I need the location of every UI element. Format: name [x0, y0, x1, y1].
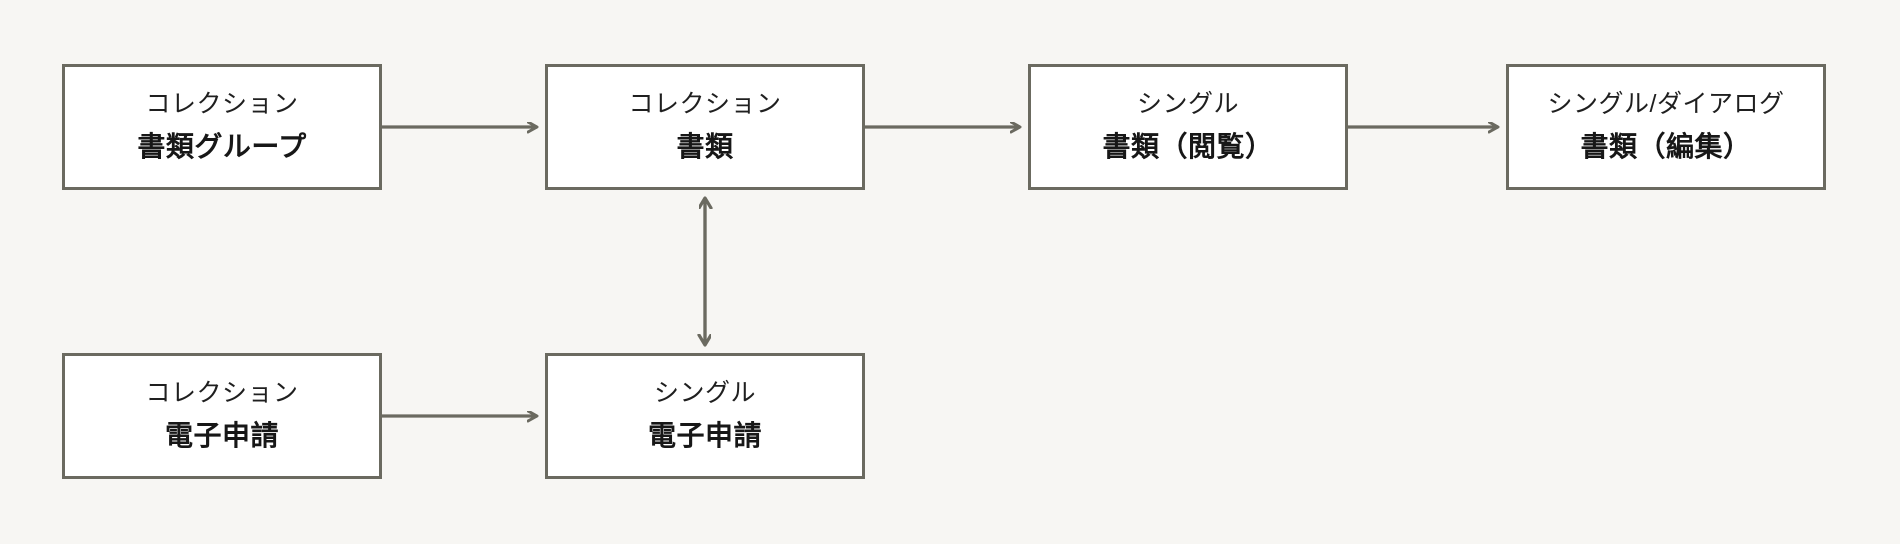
- node-kind-label: シングル: [1136, 90, 1239, 119]
- node-title-label: 書類グループ: [137, 130, 307, 162]
- node-kind-label: シングル/ダイアログ: [1547, 90, 1785, 119]
- node-document-collection[interactable]: コレクション 書類: [545, 64, 865, 190]
- node-kind-label: コレクション: [628, 90, 782, 119]
- node-title-label: 書類（編集）: [1580, 130, 1752, 162]
- node-kind-label: コレクション: [145, 90, 299, 119]
- node-title-label: 電子申請: [164, 419, 279, 451]
- node-document-edit-single-dialog[interactable]: シングル/ダイアログ 書類（編集）: [1506, 64, 1826, 190]
- node-title-label: 電子申請: [647, 419, 762, 451]
- node-kind-label: シングル: [653, 379, 756, 408]
- node-eapplication-single[interactable]: シングル 電子申請: [545, 353, 865, 479]
- node-document-group-collection[interactable]: コレクション 書類グループ: [62, 64, 382, 190]
- node-title-label: 書類（閲覧）: [1102, 130, 1274, 162]
- node-title-label: 書類: [676, 130, 734, 162]
- node-document-view-single[interactable]: シングル 書類（閲覧）: [1028, 64, 1348, 190]
- node-eapplication-collection[interactable]: コレクション 電子申請: [62, 353, 382, 479]
- node-kind-label: コレクション: [145, 379, 299, 408]
